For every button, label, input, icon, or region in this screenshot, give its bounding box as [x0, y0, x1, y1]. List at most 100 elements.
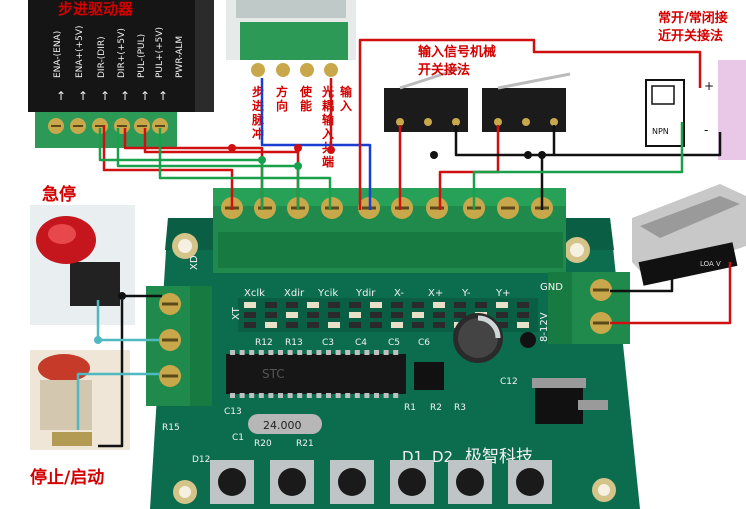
smd-part: [433, 322, 445, 328]
silk-c3: C3: [322, 338, 334, 348]
small-chip: [414, 362, 444, 390]
silk-r15: R15: [162, 423, 180, 433]
plc-label-char: 使: [299, 84, 313, 99]
tact-switch: [448, 460, 492, 504]
smd-part: [244, 312, 256, 318]
silk-label: Ydir: [355, 288, 376, 299]
smd-part: [391, 302, 403, 308]
up-arrow-icon: ↑: [56, 89, 66, 103]
terminal-screw: [254, 197, 276, 219]
wire-switch2-red: [438, 125, 500, 210]
smd-part: [517, 322, 529, 328]
prox-label-1: 常开/常闭接: [658, 10, 728, 26]
smd-part: [349, 312, 361, 318]
wire-junction: [294, 144, 302, 152]
main-chip: STC: [226, 350, 406, 398]
smd-part: [244, 322, 256, 328]
smd-part: [370, 322, 382, 328]
smd-part: [286, 312, 298, 318]
stepper-driver: 步进驱动器 ENA-(ENA)↑ENA+(+5V)↑DIR-(DIR)↑DIR+…: [28, 0, 214, 148]
driver-title: 步进驱动器: [58, 0, 134, 18]
wire-switch-common: [454, 125, 544, 210]
wire-psu-pos: [610, 262, 732, 325]
silk-r13: R13: [285, 338, 303, 348]
smd-part: [328, 312, 340, 318]
proximity-sensor: NPN + -: [645, 60, 746, 160]
smd-part: [328, 322, 340, 328]
plc-label-char: 端: [322, 154, 334, 169]
driver-screw: [48, 118, 64, 134]
stop-start-label: 停止/启动: [30, 467, 104, 488]
crystal-label: 24.000: [263, 419, 302, 432]
wire-junction: [430, 151, 438, 159]
voltage-regulator: [532, 378, 608, 424]
plc-label-char: 输: [340, 84, 353, 99]
estop-label: 急停: [42, 184, 76, 205]
smd-part: [517, 302, 529, 308]
wire-junction: [538, 151, 546, 159]
silk-gnd: GND: [540, 282, 563, 293]
power-supply: LOA V: [632, 184, 746, 286]
up-arrow-icon: ↑: [100, 89, 110, 103]
tact-switch: [210, 460, 254, 504]
smd-part: [349, 302, 361, 308]
prox-plus: +: [704, 79, 714, 93]
smd-part: [412, 302, 424, 308]
smd-part: [433, 312, 445, 318]
driver-terminal-label: PWR-ALM: [175, 36, 185, 78]
smd-part: [265, 322, 277, 328]
plc-labels: 步进脉冲方向使能光耦输入共端输入: [251, 84, 353, 169]
prox-npn: NPN: [652, 127, 669, 136]
driver-terminal-label: DIR+(+5V): [117, 28, 127, 78]
driver-screw: [152, 118, 168, 134]
smd-part: [307, 322, 319, 328]
silk-c1: C1: [232, 433, 244, 443]
wire-green-1: [98, 128, 264, 210]
smd-part: [391, 312, 403, 318]
smd-part: [349, 322, 361, 328]
input-switch-label-1: 输入信号机械: [418, 44, 496, 60]
wire-junction: [258, 156, 266, 164]
terminal-screw: [321, 197, 343, 219]
silk-power: 8-12V: [539, 312, 550, 342]
silk-c6: C6: [418, 338, 430, 348]
silk-d2: D2: [432, 448, 453, 466]
up-arrow-icon: ↑: [120, 89, 130, 103]
driver-terminal-label: ENA-(ENA): [53, 31, 63, 78]
wire-junction: [524, 151, 532, 159]
wire-green-3: [158, 128, 332, 210]
tact-switch: [390, 460, 434, 504]
smd-part: [391, 322, 403, 328]
silk-r3: R3: [454, 403, 466, 413]
wire-junction: [94, 336, 102, 344]
electrolytic-capacitor: [453, 313, 503, 363]
terminal-screw: [426, 197, 448, 219]
wire-junction: [294, 162, 302, 170]
smd-part: [328, 302, 340, 308]
driver-screw: [114, 118, 130, 134]
smd-part: [265, 312, 277, 318]
silk-label: Ycik: [317, 288, 338, 299]
smd-part: [370, 302, 382, 308]
smd-part: [286, 322, 298, 328]
tact-switch: [330, 460, 374, 504]
smd-part: [307, 302, 319, 308]
silk-c4: C4: [355, 338, 367, 348]
micro-switch-2: [482, 72, 571, 132]
wires: [76, 38, 732, 448]
silk-xd: XD: [189, 255, 200, 270]
wire-prox-plus: [358, 38, 702, 210]
wire-prox-signal: [472, 122, 684, 210]
silk-d12: D12: [192, 455, 210, 465]
silk-c5: C5: [388, 338, 400, 348]
stop-start-button: [30, 350, 130, 450]
micro-switch-1: [384, 66, 468, 132]
wire-blue: [260, 78, 372, 210]
psu-label: LOA V: [700, 260, 721, 268]
wire-prox-minus: [542, 132, 722, 157]
smd-part: [412, 312, 424, 318]
silk-label: Xclk: [244, 288, 265, 299]
up-arrow-icon: ↑: [158, 89, 168, 103]
driver-terminal-label: DIR-(DIR): [97, 36, 107, 78]
